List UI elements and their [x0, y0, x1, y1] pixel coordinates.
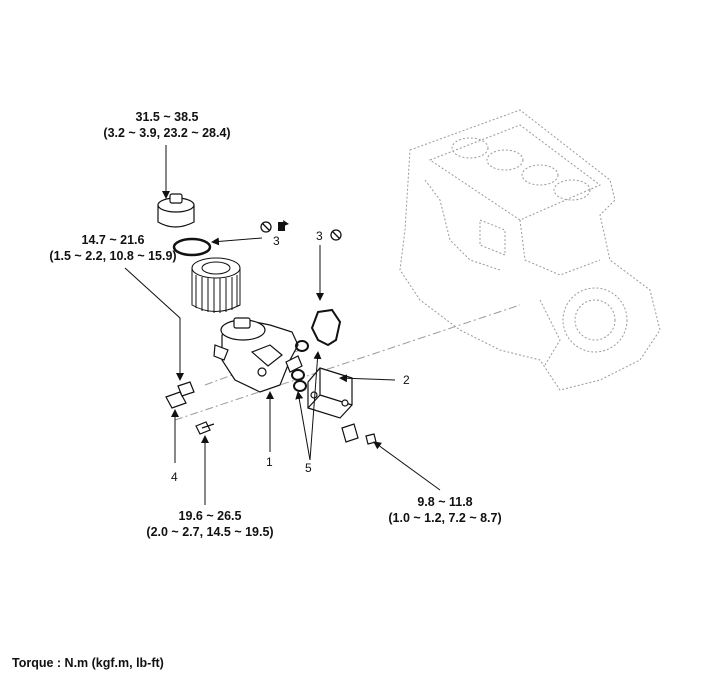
callout-3-o-ring: 3	[273, 234, 280, 248]
torque-label-filter-cap: 31.5 ~ 38.5 (3.2 ~ 3.9, 23.2 ~ 28.4)	[92, 109, 242, 141]
torque-subvalue: (3.2 ~ 3.9, 23.2 ~ 28.4)	[103, 126, 231, 140]
engine-block-illustration	[399, 109, 661, 391]
drain-plug	[341, 423, 377, 445]
oil-pressure-switch	[165, 381, 195, 409]
torque-value: 14.7 ~ 21.6	[81, 233, 145, 247]
leader-5a	[295, 391, 311, 461]
leader-plug	[373, 441, 441, 491]
leader-switch	[124, 267, 184, 381]
mounting-bolt	[195, 421, 215, 435]
torque-label-drain-plug: 9.8 ~ 11.8 (1.0 ~ 1.2, 7.2 ~ 8.7)	[375, 494, 515, 526]
torque-value: 31.5 ~ 38.5	[135, 110, 199, 124]
callout-5: 5	[305, 461, 312, 475]
assembly-centerline	[174, 304, 521, 421]
filter-cap	[157, 193, 195, 228]
no-reuse-icon	[330, 229, 342, 241]
torque-value: 19.6 ~ 26.5	[178, 509, 242, 523]
housing-gasket	[310, 308, 342, 347]
torque-label-oil-pressure-switch: 14.7 ~ 21.6 (1.5 ~ 2.2, 10.8 ~ 15.9)	[18, 232, 208, 264]
torque-label-bolt: 19.6 ~ 26.5 (2.0 ~ 2.7, 14.5 ~ 19.5)	[135, 508, 285, 540]
torque-value: 9.8 ~ 11.8	[417, 495, 473, 509]
cooler-gasket-lower-b	[293, 380, 307, 392]
leader-o-ring	[211, 237, 263, 246]
callout-3-gasket: 3	[316, 229, 323, 243]
o-ring	[172, 237, 212, 257]
torque-units-footnote: Torque : N.m (kgf.m, lb-ft)	[12, 656, 164, 670]
oil-cooler	[307, 367, 353, 419]
filter-element	[191, 257, 241, 313]
cooler-gasket-upper	[295, 340, 309, 352]
torque-subvalue: (1.0 ~ 1.2, 7.2 ~ 8.7)	[388, 511, 502, 525]
cooler-gasket-lower-a	[291, 369, 305, 381]
leader-5b	[309, 351, 322, 461]
callout-2: 2	[403, 373, 410, 387]
new-part-icon	[278, 220, 289, 231]
leader-lines	[124, 145, 441, 505]
no-reuse-icon	[260, 221, 272, 233]
oil-filter-housing	[213, 317, 303, 393]
callout-4: 4	[171, 470, 178, 484]
leader-2	[339, 374, 396, 383]
callout-1: 1	[266, 455, 273, 469]
torque-subvalue: (2.0 ~ 2.7, 14.5 ~ 19.5)	[146, 525, 274, 539]
torque-subvalue: (1.5 ~ 2.2, 10.8 ~ 15.9)	[49, 249, 177, 263]
